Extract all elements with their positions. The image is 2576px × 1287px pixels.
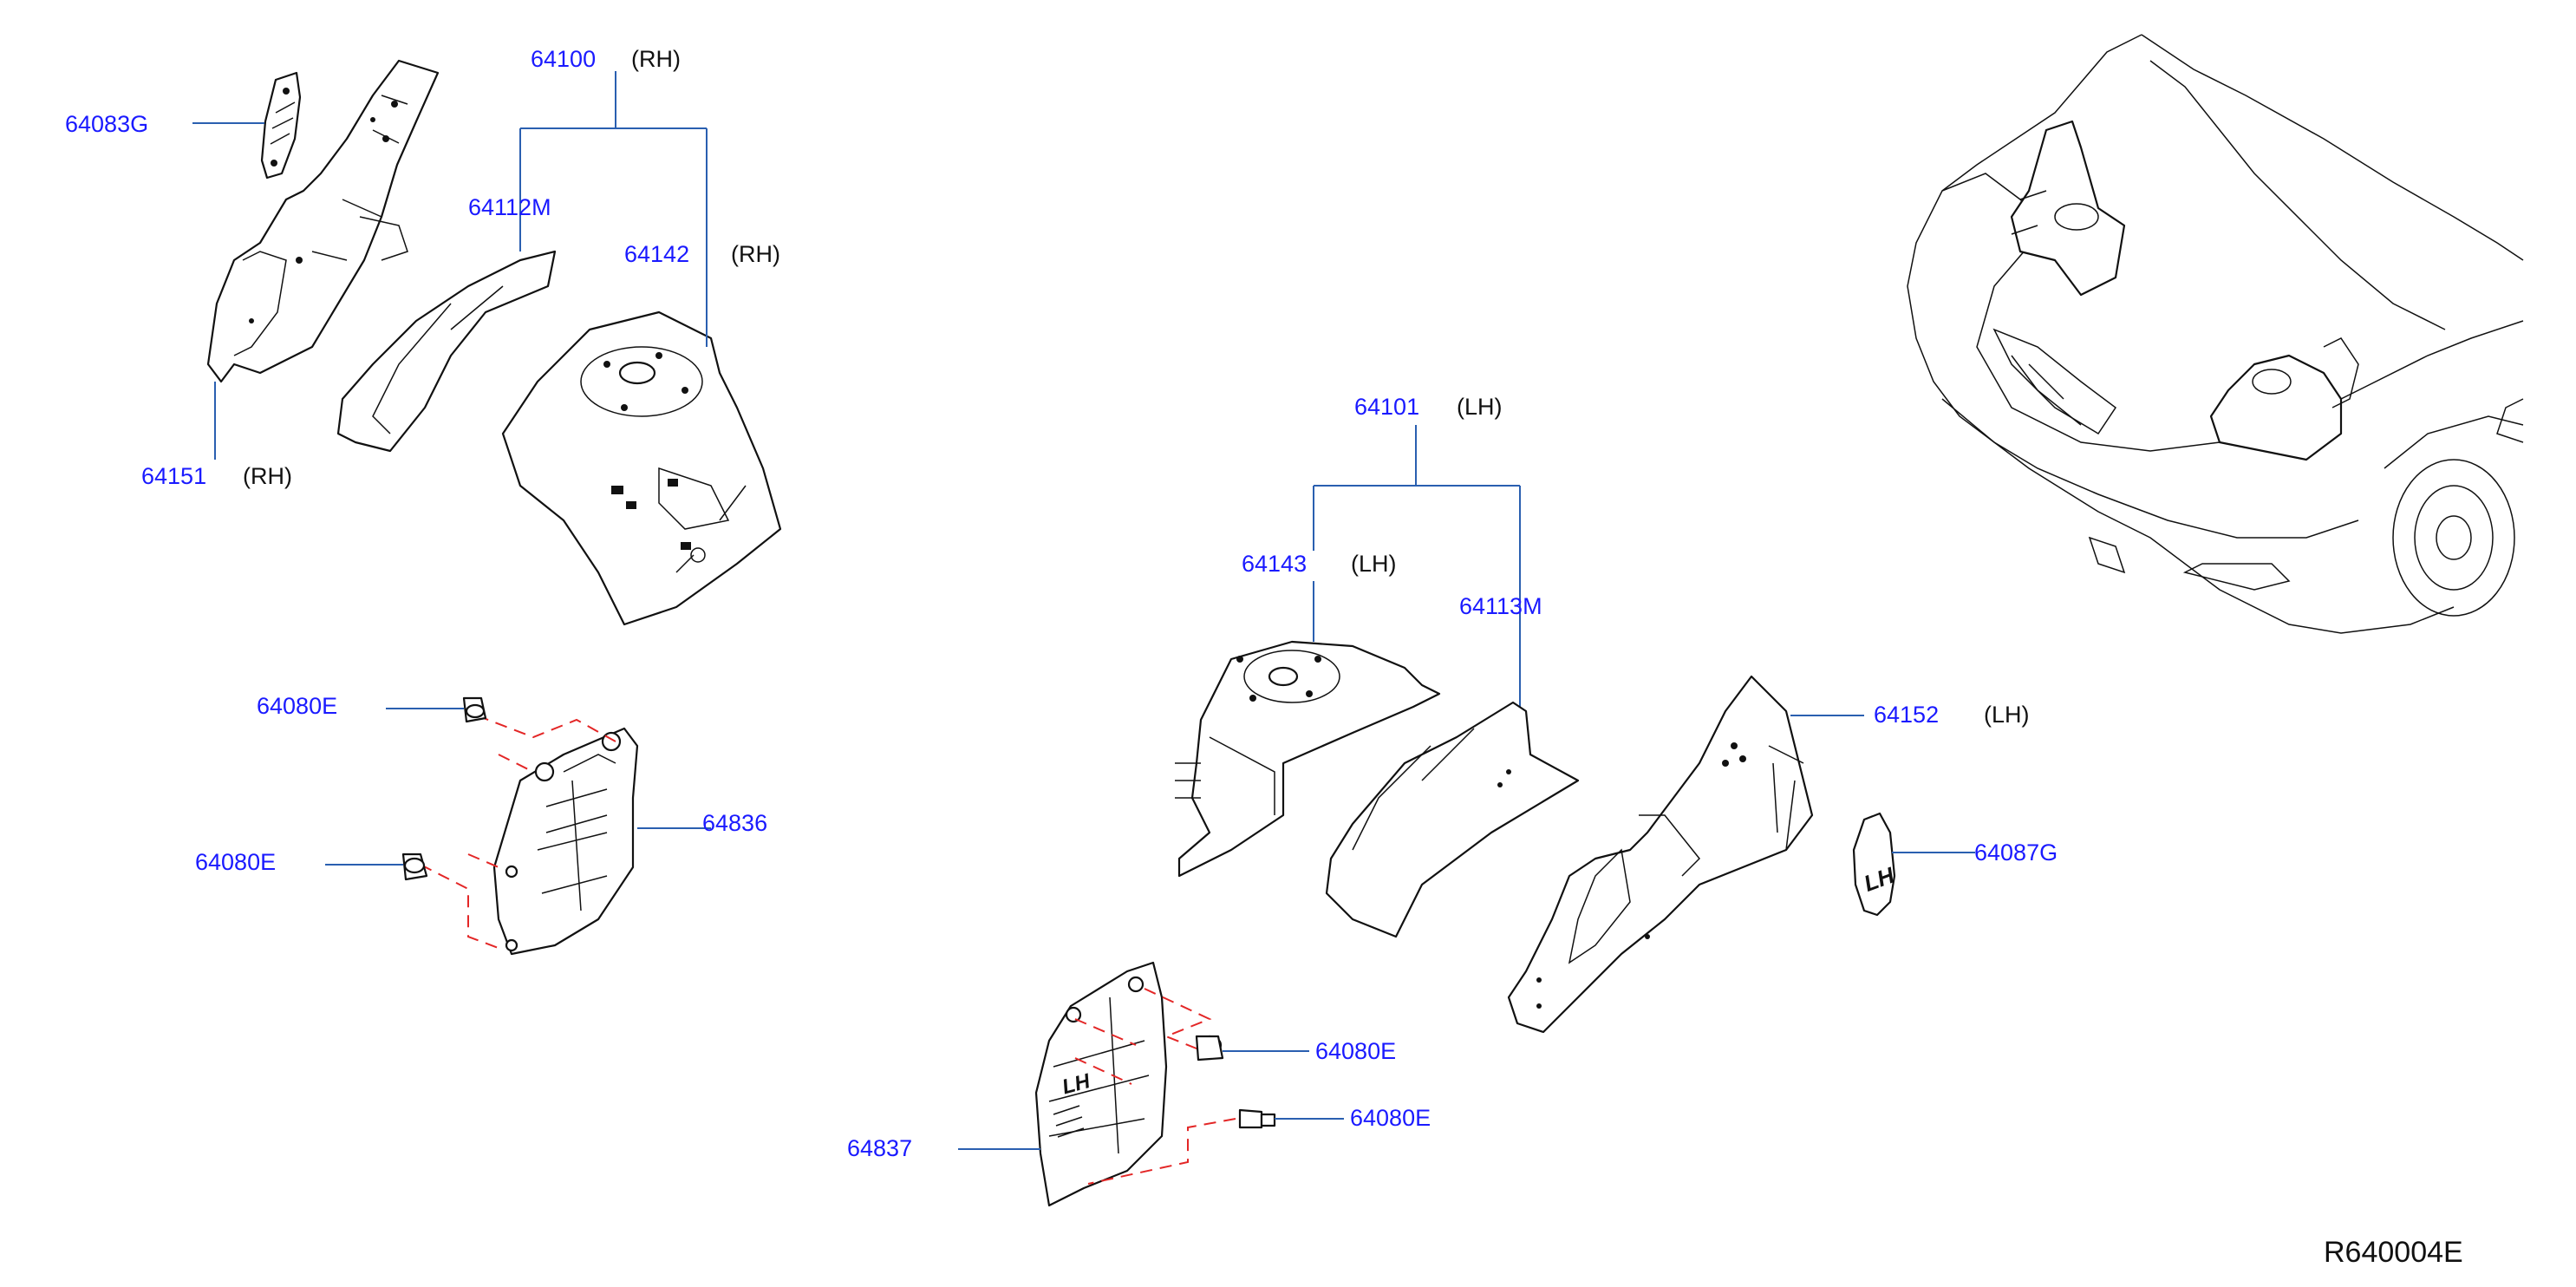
- label-64101-side: (LH): [1457, 394, 1503, 420]
- label-64100[interactable]: 64100: [531, 46, 596, 72]
- label-64101[interactable]: 64101: [1354, 394, 1419, 420]
- label-64087G[interactable]: 64087G: [1974, 839, 2058, 866]
- label-64080E-d[interactable]: 64080E: [1350, 1105, 1431, 1131]
- clip-64080E-c: [1195, 1035, 1224, 1062]
- part-64113M-apron-lh: [1325, 701, 1580, 938]
- label-64080E-b[interactable]: 64080E: [195, 849, 276, 875]
- reference-code: R640004E: [2324, 1236, 2463, 1269]
- label-64143[interactable]: 64143: [1242, 551, 1307, 577]
- vehicle-reference-view: [1907, 34, 2524, 634]
- bracket-64100: [519, 71, 708, 347]
- label-64151[interactable]: 64151: [141, 463, 206, 489]
- fastener-path-lh: [1074, 988, 1236, 1185]
- label-64142-side: (RH): [731, 241, 780, 267]
- label-64142[interactable]: 64142: [624, 241, 689, 267]
- label-64100-side: (RH): [631, 46, 681, 72]
- label-64083G[interactable]: 64083G: [65, 111, 148, 137]
- part-64142-housing-rh: [501, 310, 782, 626]
- part-64143-housing-lh: [1175, 640, 1441, 878]
- label-64151-side: (RH): [243, 463, 292, 489]
- label-64143-side: (LH): [1351, 551, 1397, 577]
- label-64080E-a[interactable]: 64080E: [257, 693, 337, 719]
- clip-64080E-d: [1238, 1108, 1276, 1129]
- part-64152-hoodledge-lh: [1507, 675, 1814, 1034]
- clip-64080E-b: [401, 853, 428, 881]
- part-64836-splash-rh: [492, 727, 639, 956]
- part-64151-hoodledge-rh: [206, 59, 440, 383]
- label-64112M[interactable]: 64112M: [468, 194, 551, 220]
- part-64087G-gusset: LH: [1852, 812, 1899, 917]
- label-64837[interactable]: 64837: [847, 1135, 912, 1161]
- part-64112M-apron-rh: [336, 250, 557, 453]
- label-64080E-c[interactable]: 64080E: [1315, 1038, 1396, 1064]
- label-64152-side: (LH): [1984, 702, 2030, 728]
- part-64083G-gusset: [260, 71, 302, 180]
- label-64836[interactable]: 64836: [702, 810, 767, 836]
- part-64837-splash-lh: LH: [1034, 961, 1168, 1207]
- fastener-path-rh: [420, 715, 616, 951]
- labels: 64083G 64151 (RH) 64100 (RH) 64112M 6414…: [65, 46, 2463, 1269]
- label-64152[interactable]: 64152: [1874, 702, 1939, 728]
- clip-64080E-a: [462, 696, 487, 723]
- label-64113M[interactable]: 64113M: [1459, 593, 1542, 619]
